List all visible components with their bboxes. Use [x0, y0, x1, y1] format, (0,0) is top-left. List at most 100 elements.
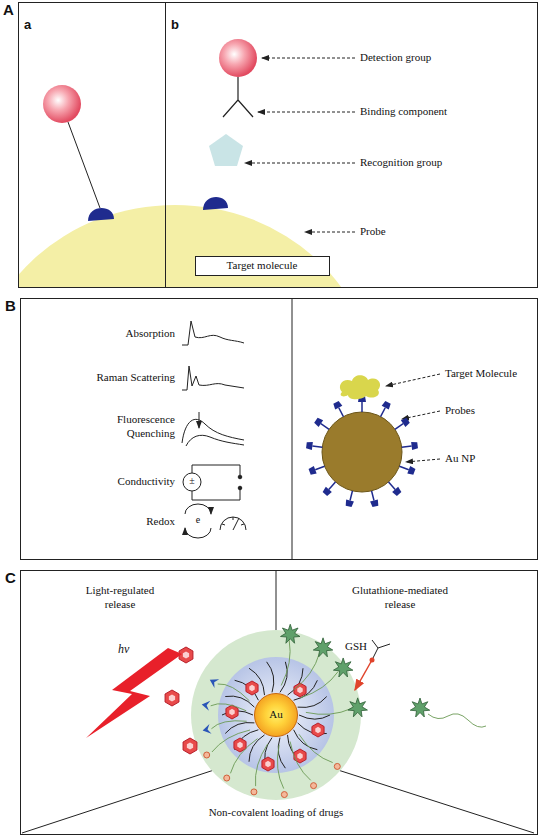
text-label: Binding component [360, 105, 447, 119]
probe [345, 500, 354, 508]
text-label: Fluorescence Quenching [95, 413, 175, 441]
text-label: Recognition group [360, 156, 442, 170]
probe-illustration [223, 77, 253, 117]
probe-stalk [381, 408, 386, 417]
leader-line [262, 58, 355, 59]
tether [290, 741, 311, 780]
tether [255, 744, 267, 786]
gsh-icon [355, 660, 372, 690]
probe-stalk [402, 446, 412, 447]
text-label: Conductivity [75, 475, 175, 489]
drug-carrier [165, 624, 367, 800]
target-surface [19, 205, 375, 287]
probe-illustration [68, 122, 100, 208]
text-label: Absorption [75, 327, 175, 341]
divider [338, 770, 534, 833]
tether [211, 721, 246, 729]
node-label: Target molecule [227, 259, 298, 272]
divider [276, 571, 277, 630]
divider [292, 298, 293, 560]
drug [297, 753, 302, 759]
photo-cleavable-group [202, 724, 212, 735]
signal-icons [186, 435, 244, 446]
ligand [299, 715, 330, 719]
tether [281, 640, 290, 685]
ligand [280, 662, 287, 693]
tether-end [281, 792, 287, 798]
panel-letter: B [5, 297, 16, 314]
probe [306, 441, 313, 450]
drug [187, 742, 193, 749]
signal-icons [185, 504, 211, 514]
light-bolt [86, 648, 182, 738]
tether [293, 653, 319, 691]
node-label: Au [269, 708, 282, 721]
drug [315, 727, 320, 733]
text-label: Target Molecule [445, 367, 517, 381]
drug [237, 742, 242, 748]
gsh-cleavable-cap [348, 698, 367, 717]
signal-icons [238, 486, 242, 490]
divider [22, 770, 214, 833]
drug-carrier [218, 657, 334, 773]
probe [308, 466, 316, 476]
probe-illustration [203, 197, 228, 210]
tether [211, 704, 247, 711]
drug [165, 690, 179, 706]
probe [411, 441, 418, 450]
probe-stalk [321, 424, 329, 430]
panel: AabTarget molecule [18, 2, 538, 288]
panel-letter: A [3, 1, 14, 18]
tether-end [311, 783, 317, 789]
light-bolt [86, 648, 182, 738]
probe-stalk [312, 446, 322, 447]
probe [382, 401, 392, 410]
probe-stalk [315, 466, 324, 470]
drug [179, 647, 193, 663]
probe-illustration [219, 39, 257, 77]
drug [249, 685, 254, 691]
gsh-cleavable-cap [280, 624, 299, 643]
tether [218, 684, 250, 701]
tether [230, 739, 257, 774]
leader-line [305, 232, 355, 233]
drug [265, 761, 270, 767]
probe [314, 417, 323, 427]
ligand [225, 696, 254, 707]
text-label: Probe [360, 225, 386, 239]
text-label: Non-covalent loading of drugs [176, 806, 376, 820]
signal-icons [182, 366, 244, 390]
signal-icons [222, 517, 244, 530]
target-molecule [340, 375, 380, 399]
ligand [298, 697, 327, 708]
signal-icons [238, 475, 242, 479]
gold-nanoparticle [322, 412, 402, 492]
ligand [294, 680, 318, 700]
tether [299, 734, 333, 762]
text-label: Light-regulated release [75, 584, 165, 612]
tether [301, 671, 339, 697]
drug [169, 694, 175, 701]
text-label: Au NP [445, 452, 475, 466]
probe-stalk [395, 424, 403, 430]
panel: B [20, 298, 538, 560]
probe-illustration [43, 85, 81, 123]
leader-line [406, 459, 440, 462]
photo-cleavable-group [201, 700, 210, 711]
drug [297, 687, 302, 693]
tether-end [224, 775, 230, 781]
leader-line [258, 112, 355, 113]
signal-icons [220, 517, 246, 530]
drug [312, 723, 324, 737]
text-label: ± [182, 475, 202, 488]
drug-carrier [191, 630, 361, 800]
probe-stalk [389, 482, 396, 489]
text-label: Probes [445, 404, 475, 418]
subpanel: a [19, 3, 166, 287]
probe [401, 417, 410, 427]
panel-letter: C [5, 569, 16, 586]
gold-nanoparticle [306, 396, 418, 507]
ligand [267, 662, 274, 693]
text-label: Glutathione-mediated release [340, 584, 460, 612]
probe-stalk [339, 408, 344, 417]
